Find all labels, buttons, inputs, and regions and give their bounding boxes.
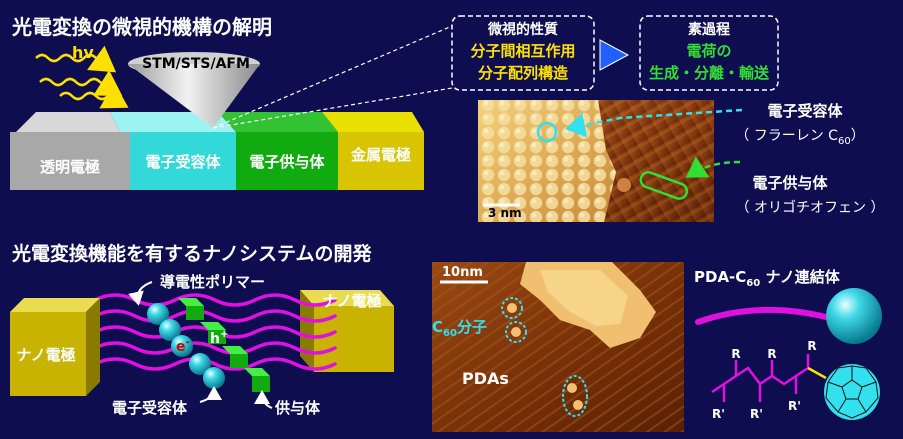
r-label: R bbox=[807, 339, 816, 353]
layer-top-transparent bbox=[16, 112, 120, 132]
top-heading: 光電変換の微視的機構の解明 bbox=[11, 15, 272, 39]
acceptor-spheres bbox=[147, 303, 225, 389]
c60-label: C60分子 bbox=[432, 318, 487, 339]
acceptor-arrow bbox=[565, 108, 743, 138]
pdas-label: PDAs bbox=[462, 369, 509, 388]
electron-label: e- bbox=[176, 337, 190, 355]
micro-title: 微視的性質 bbox=[487, 21, 558, 38]
pda-title: PDA-C60 ナノ連結体 bbox=[694, 268, 841, 289]
scale-label-bottom: 10nm bbox=[442, 265, 483, 280]
process-box bbox=[639, 15, 779, 91]
layer-acceptor bbox=[130, 132, 236, 190]
layer-transparent bbox=[10, 132, 130, 190]
acceptor-label-1: 電子受容体 bbox=[767, 102, 843, 120]
hole-label: h+ bbox=[210, 329, 228, 347]
layer-label-donor: 電子供与体 bbox=[249, 153, 325, 171]
micro-line1: 分子間相互作用 bbox=[470, 42, 575, 60]
donor-arrow bbox=[685, 156, 741, 178]
donor-bottom-label: 供与体 bbox=[274, 399, 321, 417]
donor-label-2: （ オリゴチオフェン ） bbox=[736, 199, 885, 216]
stm-image: 3 nm bbox=[478, 100, 714, 222]
acceptor-label-2: （ フラーレン C60） bbox=[735, 128, 864, 147]
light-wave-icon bbox=[39, 70, 123, 96]
process-line2: 生成・分離・輸送 bbox=[649, 64, 770, 82]
light-wave-icon bbox=[35, 45, 117, 73]
c60-marker bbox=[505, 321, 527, 343]
arrow-right-icon bbox=[599, 39, 630, 71]
r-prime-label: R' bbox=[788, 399, 801, 413]
layer-label-metal: 金属電極 bbox=[350, 146, 411, 164]
layer-label-acceptor: 電子受容体 bbox=[145, 153, 221, 171]
layer-stack bbox=[10, 112, 424, 190]
molecule-spot bbox=[617, 178, 631, 192]
donor-label-1: 電子供与体 bbox=[752, 174, 828, 192]
donor-blocks bbox=[178, 298, 270, 392]
afm-image bbox=[432, 262, 684, 432]
bottom-heading: 光電変換機能を有するナノシステムの開発 bbox=[11, 242, 372, 265]
electrode-left-label: ナノ電極 bbox=[16, 346, 75, 364]
micro-properties-box bbox=[451, 15, 595, 91]
polymer-arrow-icon bbox=[128, 281, 153, 306]
process-line1: 電荷の bbox=[686, 42, 731, 60]
acceptor-bottom-label: 電子受容体 bbox=[112, 399, 188, 417]
polymer-label: 導電性ポリマー bbox=[160, 273, 265, 291]
process-title: 素過程 bbox=[688, 21, 730, 38]
layer-donor bbox=[236, 132, 338, 190]
r-label: R bbox=[731, 347, 740, 361]
scale-label-top: 3 nm bbox=[488, 206, 522, 220]
zoom-line bbox=[212, 87, 453, 129]
layer-top-metal bbox=[322, 112, 424, 132]
c60-marker bbox=[562, 375, 588, 417]
r-label: R bbox=[767, 347, 776, 361]
donor-marker bbox=[639, 171, 689, 200]
r-prime-label: R' bbox=[750, 407, 763, 421]
electrode-right-label: ナノ電極 bbox=[322, 292, 381, 310]
layer-metal bbox=[338, 132, 424, 190]
stm-tip-icon bbox=[128, 64, 260, 128]
acceptor-arrow-icon bbox=[199, 386, 222, 403]
c60-marker bbox=[501, 297, 523, 319]
nano-electrode-left bbox=[10, 298, 100, 396]
layer-label-transparent: 透明電極 bbox=[40, 158, 100, 176]
acceptor-marker bbox=[536, 121, 558, 143]
light-wave-icon bbox=[59, 82, 129, 109]
donor-arrow-icon bbox=[254, 390, 273, 409]
tip-label: STM/STS/AFM bbox=[142, 56, 250, 72]
r-prime-label: R' bbox=[712, 407, 725, 421]
linker-bond bbox=[807, 366, 827, 380]
micro-line2: 分子配列構造 bbox=[478, 64, 568, 82]
fullerene-icon bbox=[824, 364, 880, 420]
pda-chain bbox=[695, 306, 833, 325]
layer-top-donor bbox=[218, 112, 338, 132]
zoom-line bbox=[212, 25, 453, 129]
c60-sphere bbox=[826, 288, 882, 344]
pda-molecule bbox=[711, 354, 810, 402]
